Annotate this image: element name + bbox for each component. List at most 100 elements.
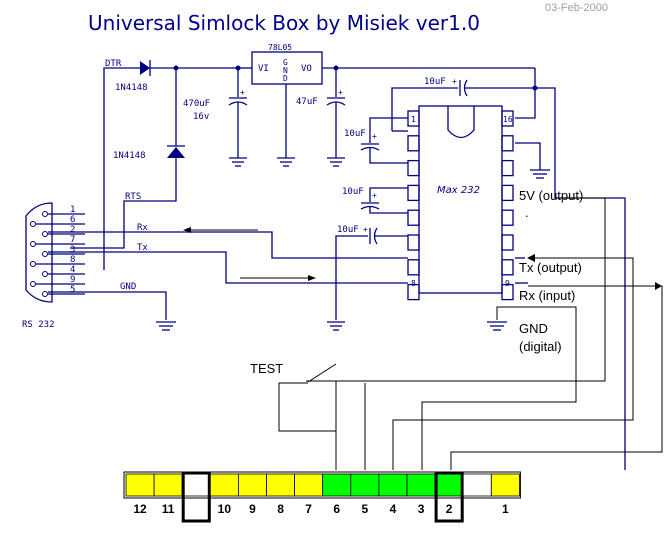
rx-label: Rx xyxy=(137,223,148,233)
regulator-gnd-n: N xyxy=(283,66,288,75)
chip-pin xyxy=(501,184,514,202)
cap-10uf-2-value: 10uF xyxy=(344,129,366,139)
cap-10uf-1-value: 10uF xyxy=(424,77,446,87)
cap-470uf-voltage: 16v xyxy=(193,112,209,122)
ground-icon xyxy=(327,157,345,167)
db9-pin xyxy=(42,271,48,277)
chip-pin xyxy=(407,283,420,301)
regulator-gnd-g: G xyxy=(283,58,288,67)
chip-pin xyxy=(407,110,420,127)
connector-pin-number: 12 xyxy=(133,502,147,516)
connector-pin-number: 10 xyxy=(218,502,232,516)
db9-pin xyxy=(30,261,36,267)
out-rx-label: Rx (input) xyxy=(519,288,575,303)
arrow-left-icon xyxy=(527,254,535,262)
test-switch-label: TEST xyxy=(250,361,283,376)
chip-pin xyxy=(501,234,514,251)
cap-10uf-3-value: 10uF xyxy=(342,187,364,197)
arrow-right-icon xyxy=(655,282,662,290)
connector-pin xyxy=(322,473,352,497)
chip-pins-left xyxy=(407,110,420,301)
chip-pin xyxy=(407,234,420,251)
connector-pin-number: 9 xyxy=(249,502,256,516)
connector-pin xyxy=(266,473,296,497)
tx-label: Tx xyxy=(137,243,148,253)
connector-pin-highlight xyxy=(181,471,211,523)
gnd-label: GND xyxy=(519,321,548,336)
gnd-digital-label: (digital) xyxy=(519,339,562,354)
ground-icon xyxy=(156,321,176,331)
chip-pin xyxy=(501,110,514,127)
cap-470uf-value: 470uF xyxy=(183,99,210,109)
db9-pin xyxy=(30,281,36,287)
db9-pin xyxy=(42,211,48,217)
svg-text:+: + xyxy=(452,77,457,86)
connector-pin-number: 7 xyxy=(305,502,312,516)
db9-pin xyxy=(42,291,48,297)
db9-pin-number: 8 xyxy=(70,255,75,265)
chip-pin xyxy=(501,209,514,226)
chip-pin xyxy=(407,209,420,226)
chip-pin xyxy=(407,184,420,202)
arrow-left-icon xyxy=(183,227,191,233)
chip-pin xyxy=(501,283,514,301)
regulator-gnd-d: D xyxy=(283,74,288,83)
connector-pin xyxy=(462,473,492,497)
connector-pin-highlight xyxy=(434,471,464,523)
diode-d1-label: 1N4148 xyxy=(115,83,148,93)
chip-pins-right xyxy=(501,110,514,301)
db9-pin xyxy=(42,251,48,257)
svg-text:+: + xyxy=(240,88,245,97)
capacitor-10uf-icon xyxy=(369,227,378,245)
regulator-vo: VO xyxy=(301,64,312,74)
date-stamp: 03-Feb-2000 xyxy=(545,2,608,14)
ground-icon xyxy=(327,321,345,331)
regulator-vi: VI xyxy=(258,64,269,74)
connector-pin xyxy=(350,473,380,497)
diode-d2-icon xyxy=(167,145,185,158)
connector-pin-number: 2 xyxy=(446,502,453,516)
dtr-net: DTR xyxy=(103,59,236,270)
chip-pin xyxy=(501,259,514,276)
db9-pin-number: 9 xyxy=(70,275,75,285)
db9-pin xyxy=(30,221,36,227)
cap-10uf-4-value: 10uF xyxy=(337,225,359,235)
db9-pin-number: 7 xyxy=(70,235,75,245)
connector-pin xyxy=(209,473,239,497)
db9-pin-number: 4 xyxy=(70,265,75,275)
connector-pin xyxy=(434,473,464,497)
diode-d2-label: 1N4148 xyxy=(113,151,146,161)
regulator-name: 78L05 xyxy=(268,43,292,52)
connector-pin xyxy=(294,473,324,497)
connector-pin xyxy=(125,473,155,497)
db9-pin xyxy=(42,231,48,237)
connector-pin-number: 1 xyxy=(502,502,509,516)
connector-pin xyxy=(181,473,211,497)
out-tx-label: Tx (output) xyxy=(519,260,582,275)
rs232-label: RS 232 xyxy=(22,320,55,330)
chip-name: Max 232 xyxy=(437,185,480,196)
max232-chip: Max 232 xyxy=(418,105,503,294)
ground-icon xyxy=(277,157,295,167)
connector-pin xyxy=(237,473,267,497)
chip-pin xyxy=(407,259,420,276)
pin9-label: 9 xyxy=(505,279,510,288)
db9-pin-number: 3 xyxy=(70,245,75,255)
db9-pin-number: 2 xyxy=(70,225,75,235)
ground-icon xyxy=(530,169,550,179)
chip-pin xyxy=(407,135,420,152)
dtr-label: DTR xyxy=(105,59,122,69)
page-title: Universal Simlock Box by Misiek ver1.0 xyxy=(88,11,480,35)
connector-pin xyxy=(153,473,183,497)
ground-icon xyxy=(487,321,507,331)
svg-text:+: + xyxy=(372,191,377,200)
connector-pin-number: 5 xyxy=(362,502,369,516)
test-switch[interactable] xyxy=(278,363,337,470)
connector-pin-number: 3 xyxy=(418,502,425,516)
pin16-label: 16 xyxy=(503,115,513,124)
db9-pin xyxy=(30,241,36,247)
capacitor-10uf-icon xyxy=(459,79,468,97)
